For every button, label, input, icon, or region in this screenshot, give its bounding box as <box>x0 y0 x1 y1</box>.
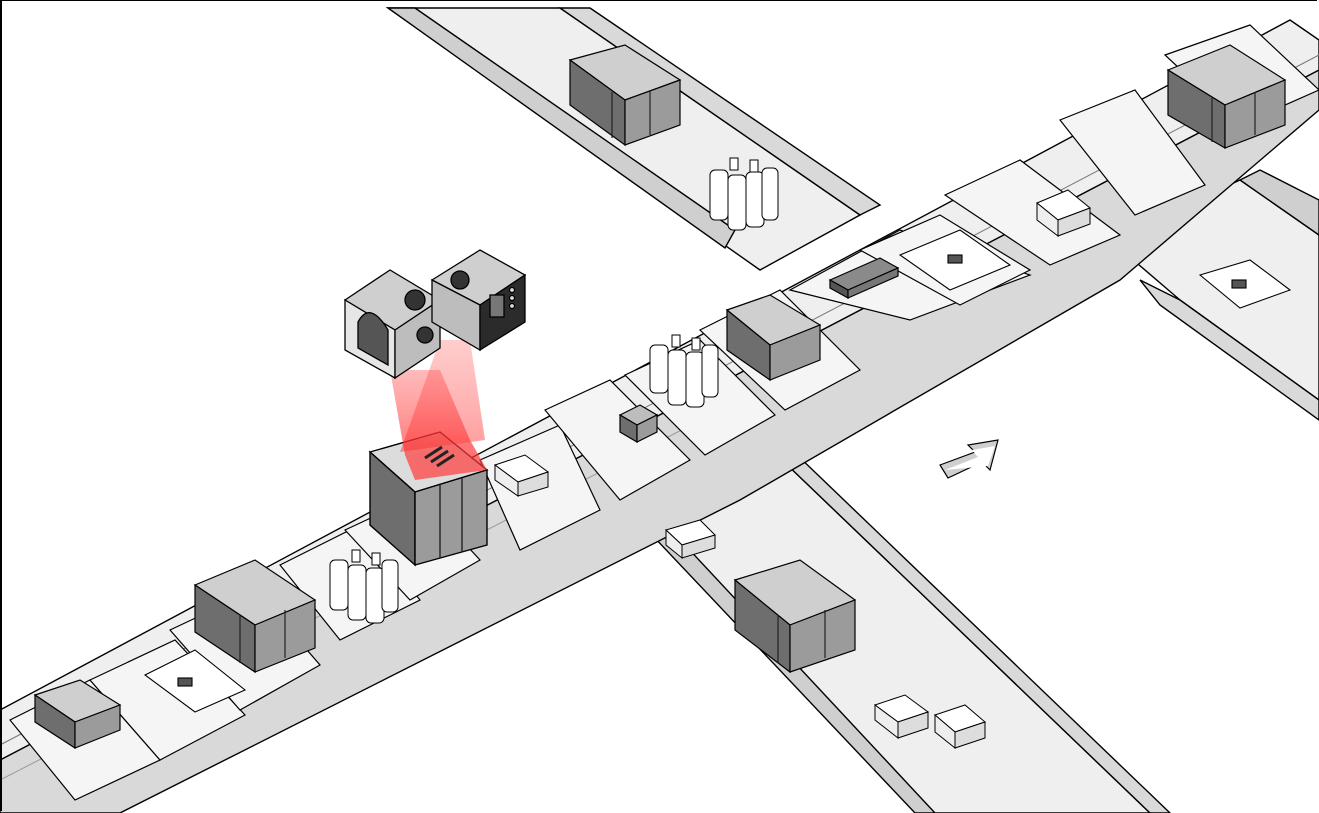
scanner-camera-left <box>345 270 440 378</box>
scanner-camera-right <box>432 250 525 350</box>
flow-direction-arrow <box>940 440 998 478</box>
